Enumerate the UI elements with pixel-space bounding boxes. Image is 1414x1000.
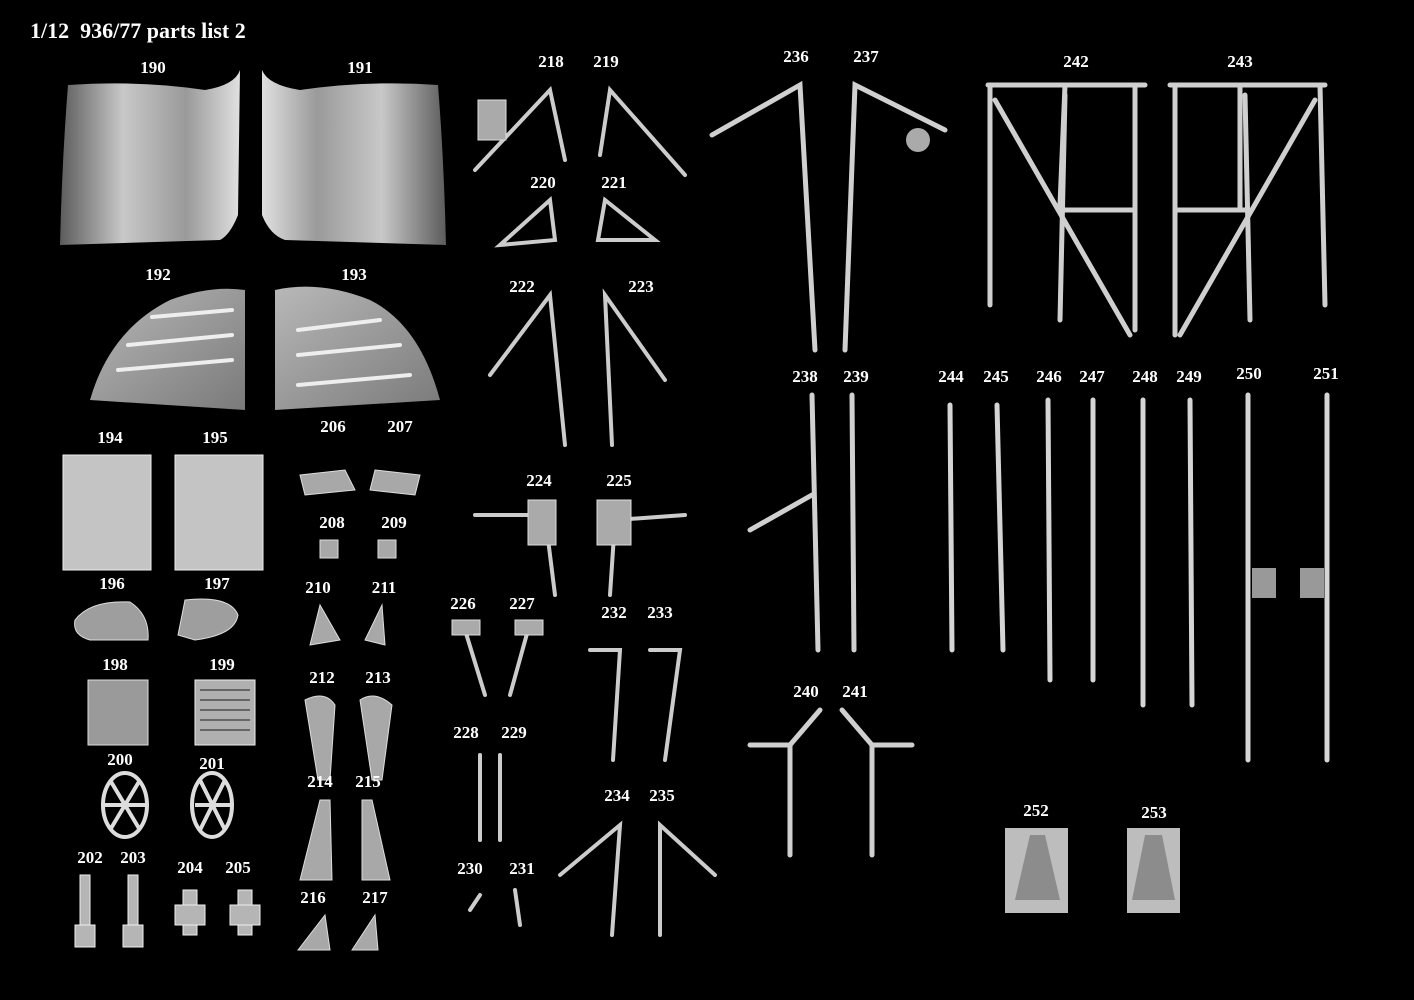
part-number-label: 200 <box>107 750 133 769</box>
part-250-tab <box>1252 568 1276 598</box>
part-242-cage <box>985 82 1148 338</box>
part-number-label: 243 <box>1227 52 1253 71</box>
part-number-label: 197 <box>204 574 230 593</box>
part-196-cover <box>74 601 149 641</box>
part-number-label: 245 <box>983 367 1009 386</box>
part-number-label: 241 <box>842 682 868 701</box>
part-number-label: 220 <box>530 173 556 192</box>
part-number-label: 202 <box>77 848 103 867</box>
part-number-label: 210 <box>305 578 331 597</box>
part-number-label: 224 <box>526 471 552 490</box>
part-number-label: 194 <box>97 428 123 447</box>
part-194-plate <box>62 454 152 571</box>
part-number-label: 193 <box>341 265 367 284</box>
part-number-label: 223 <box>628 277 654 296</box>
part-251-tab <box>1300 568 1324 598</box>
part-number-label: 249 <box>1176 367 1202 386</box>
part-253-plate <box>1127 828 1180 913</box>
part-number-label: 190 <box>140 58 166 77</box>
part-200-wheel <box>101 771 149 839</box>
part-number-label: 237 <box>853 47 879 66</box>
part-number-label: 192 <box>145 265 171 284</box>
part-number-label: 230 <box>457 859 483 878</box>
part-number-label: 238 <box>792 367 818 386</box>
part-193-fin <box>275 286 440 410</box>
part-number-label: 195 <box>202 428 228 447</box>
part-number-label: 209 <box>381 513 407 532</box>
part-number-label: 225 <box>606 471 632 490</box>
parts-206-217 <box>296 469 421 951</box>
part-number-label: 207 <box>387 417 413 436</box>
part-number-label: 226 <box>450 594 476 613</box>
parts-218-235-plates <box>451 99 632 636</box>
part-number-label: 214 <box>307 772 333 791</box>
part-number-label: 203 <box>120 848 146 867</box>
part-number-label: 206 <box>320 417 346 436</box>
part-number-label: 204 <box>177 858 203 877</box>
part-number-label: 247 <box>1079 367 1105 386</box>
part-number-label: 199 <box>209 655 235 674</box>
part-199-fins <box>200 689 250 731</box>
part-number-label: 227 <box>509 594 535 613</box>
parts-202-205 <box>74 874 261 948</box>
part-237-disc <box>906 128 930 152</box>
parts-244-251 <box>947 392 1330 763</box>
part-number-label: 228 <box>453 723 479 742</box>
part-number-label: 212 <box>309 668 335 687</box>
part-252-plate <box>1005 828 1068 913</box>
part-201-wheel <box>190 771 234 839</box>
part-190-panel <box>60 70 240 245</box>
part-number-label: 234 <box>604 786 630 805</box>
part-number-label: 248 <box>1132 367 1158 386</box>
part-number-label: 191 <box>347 58 373 77</box>
page-title: 1/12 936/77 parts list 2 <box>30 18 246 43</box>
part-number-label: 250 <box>1236 364 1262 383</box>
part-number-label: 216 <box>300 888 326 907</box>
part-number-label: 208 <box>319 513 345 532</box>
part-number-label: 233 <box>647 603 673 622</box>
part-number-label: 236 <box>783 47 809 66</box>
part-number-label: 252 <box>1023 801 1049 820</box>
part-197-cover <box>177 598 239 641</box>
parts-218-235 <box>463 85 717 937</box>
part-number-label: 213 <box>365 668 391 687</box>
part-number-label: 201 <box>199 754 225 773</box>
part-191-panel <box>262 70 446 245</box>
parts-236-241 <box>709 80 948 858</box>
part-number-label: 218 <box>538 52 564 71</box>
part-number-label: 240 <box>793 682 819 701</box>
part-number-label: 217 <box>362 888 388 907</box>
part-number-label: 251 <box>1313 364 1339 383</box>
part-number-label: 244 <box>938 367 964 386</box>
part-number-label: 232 <box>601 603 627 622</box>
part-number-label: 215 <box>355 772 381 791</box>
part-number-label: 253 <box>1141 803 1167 822</box>
part-number-label: 198 <box>102 655 128 674</box>
part-number-label: 219 <box>593 52 619 71</box>
part-number-label: 231 <box>509 859 535 878</box>
part-number-label: 242 <box>1063 52 1089 71</box>
part-198-block <box>87 679 149 746</box>
part-number-label: 211 <box>371 578 397 597</box>
part-192-fin <box>90 288 245 410</box>
part-195-plate <box>174 454 264 571</box>
part-number-label: 235 <box>649 786 675 805</box>
part-number-label: 196 <box>99 574 125 593</box>
part-243-cage <box>1167 82 1328 338</box>
part-number-label: 229 <box>501 723 527 742</box>
part-number-label: 221 <box>601 173 627 192</box>
part-number-label: 246 <box>1036 367 1062 386</box>
part-number-label: 205 <box>225 858 251 877</box>
part-number-label: 239 <box>843 367 869 386</box>
part-number-label: 222 <box>509 277 535 296</box>
